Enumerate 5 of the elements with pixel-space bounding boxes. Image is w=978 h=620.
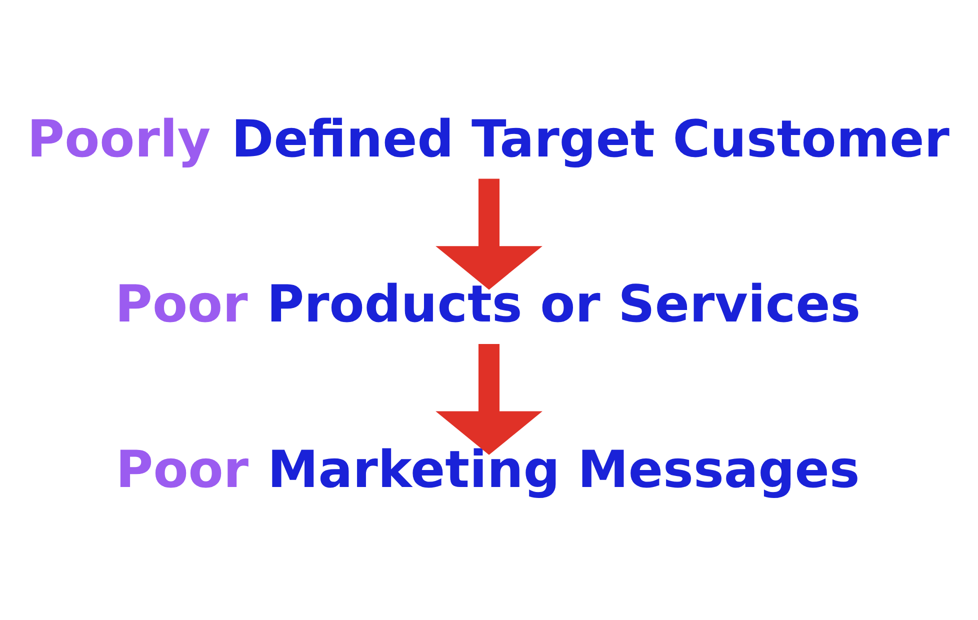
- node-text: Poor Marketing Messages: [116, 440, 860, 500]
- node-text: Poorly Defined Target Customer: [27, 110, 950, 170]
- node-text: Poor Products or Services: [115, 276, 861, 335]
- arrow: [436, 178, 542, 290]
- arrow: [436, 344, 542, 455]
